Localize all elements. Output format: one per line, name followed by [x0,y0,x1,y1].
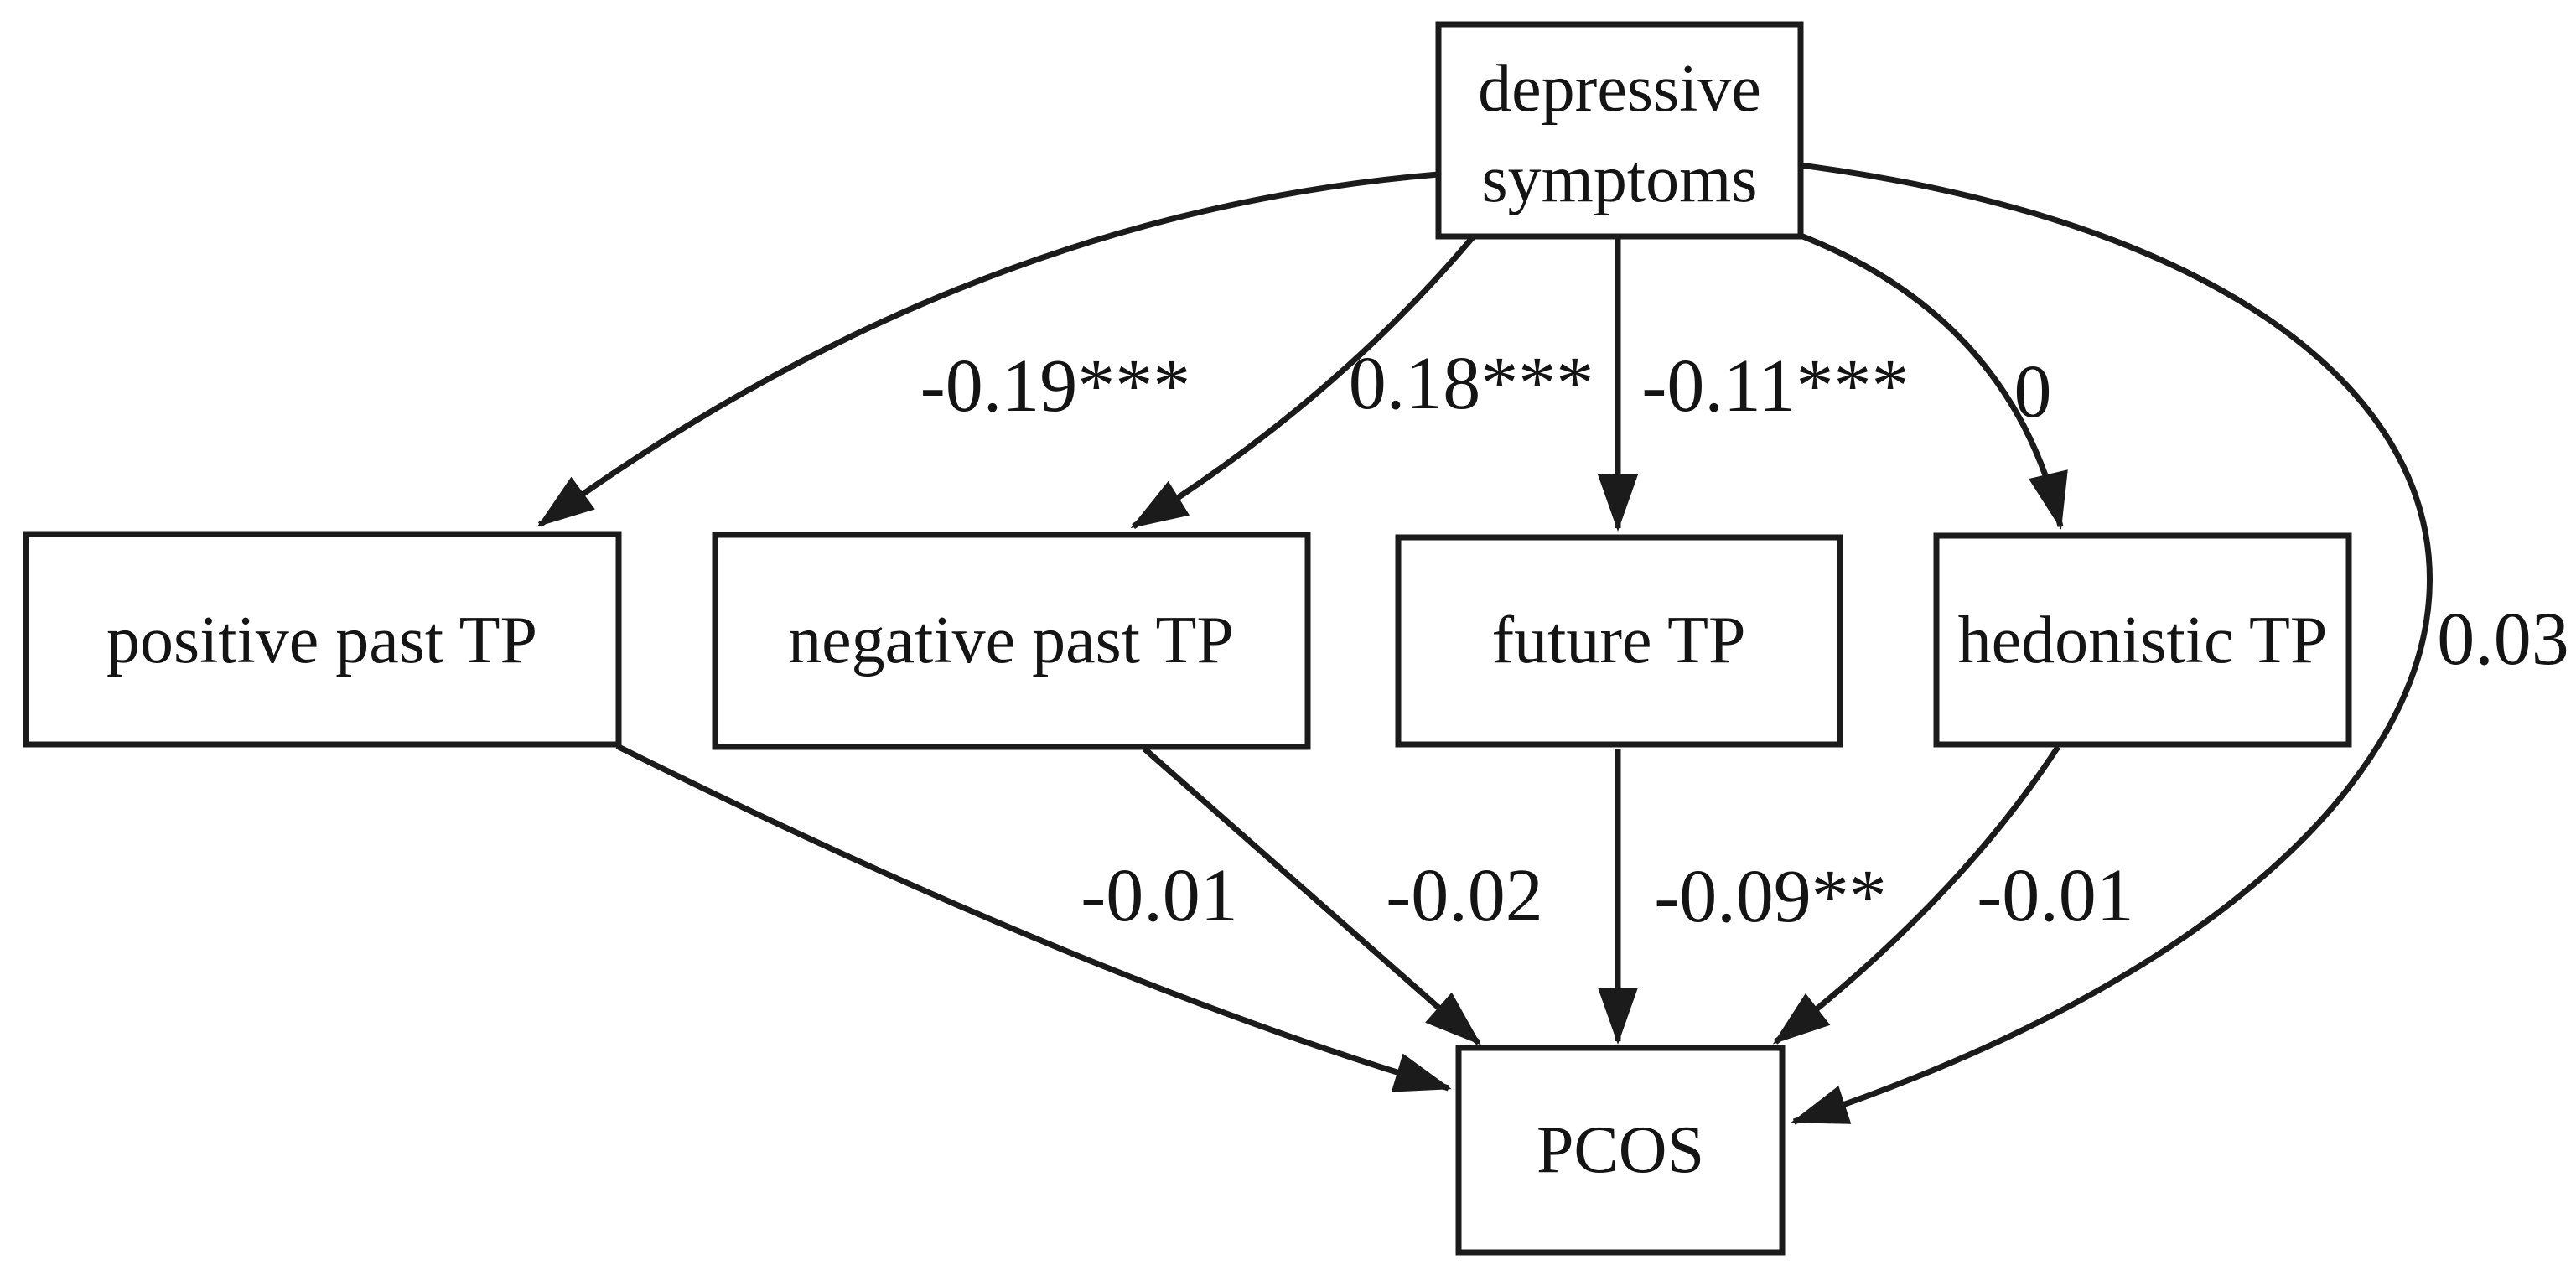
node-positive-past-tp: positive past TP [23,531,622,748]
edge-positive-past-to-pcos [615,743,1452,1092]
edge-depressive-to-negative-past [1130,235,1475,529]
future-tp-box [1395,534,1843,748]
edge-depressive-to-hedonistic [1799,232,2068,530]
depressive-symptoms-label-line2: symptoms [1482,143,1758,216]
pcos-label: PCOS [1537,1113,1704,1187]
edges [536,162,2433,1125]
depressive-symptoms-box [1435,21,1804,240]
coef-dep-to-pcos-direct: 0.03 [2437,598,2569,681]
hedonistic-tp-label: hedonistic TP [1958,604,2328,677]
coef-dep-to-positive-past: -0.19*** [920,345,1190,428]
coef-hedonistic-to-pcos: -0.01 [1977,854,2133,937]
coef-dep-to-hedonistic: 0 [2014,350,2052,433]
hedonistic-tp-box [1933,532,2352,748]
edge-depressive-to-pcos-direct [1791,162,2433,1125]
nodes: depressive symptoms positive past TP neg… [23,21,2352,1256]
coef-dep-to-negative-past: 0.18*** [1349,342,1594,425]
edge-depressive-to-positive-past [536,171,1439,527]
edge-negative-past-to-pcos [1142,746,1482,1045]
edge-hedonistic-to-pcos [1772,745,2060,1045]
future-tp-label: future TP [1492,604,1746,677]
coef-dep-to-future: -0.11*** [1641,345,1909,428]
negative-past-tp-box [712,532,1311,750]
node-future-tp: future TP [1395,534,1843,748]
coef-positive-past-to-pcos: -0.01 [1081,854,1237,937]
node-hedonistic-tp: hedonistic TP [1933,532,2352,748]
node-depressive-symptoms: depressive symptoms [1435,21,1804,240]
coefficient-labels: -0.19*** 0.18*** -0.11*** 0 -0.01 -0.02 … [920,342,2569,938]
node-pcos: PCOS [1455,1045,1786,1256]
negative-past-tp-label: negative past TP [788,604,1234,677]
positive-past-tp-box [23,531,622,748]
positive-past-tp-label: positive past TP [106,604,537,677]
node-negative-past-tp: negative past TP [712,532,1311,750]
coef-negative-past-to-pcos: -0.02 [1386,854,1542,937]
depressive-symptoms-label-line1: depressive [1478,52,1761,126]
pcos-box [1455,1045,1786,1256]
coef-future-to-pcos: -0.09** [1654,855,1886,938]
